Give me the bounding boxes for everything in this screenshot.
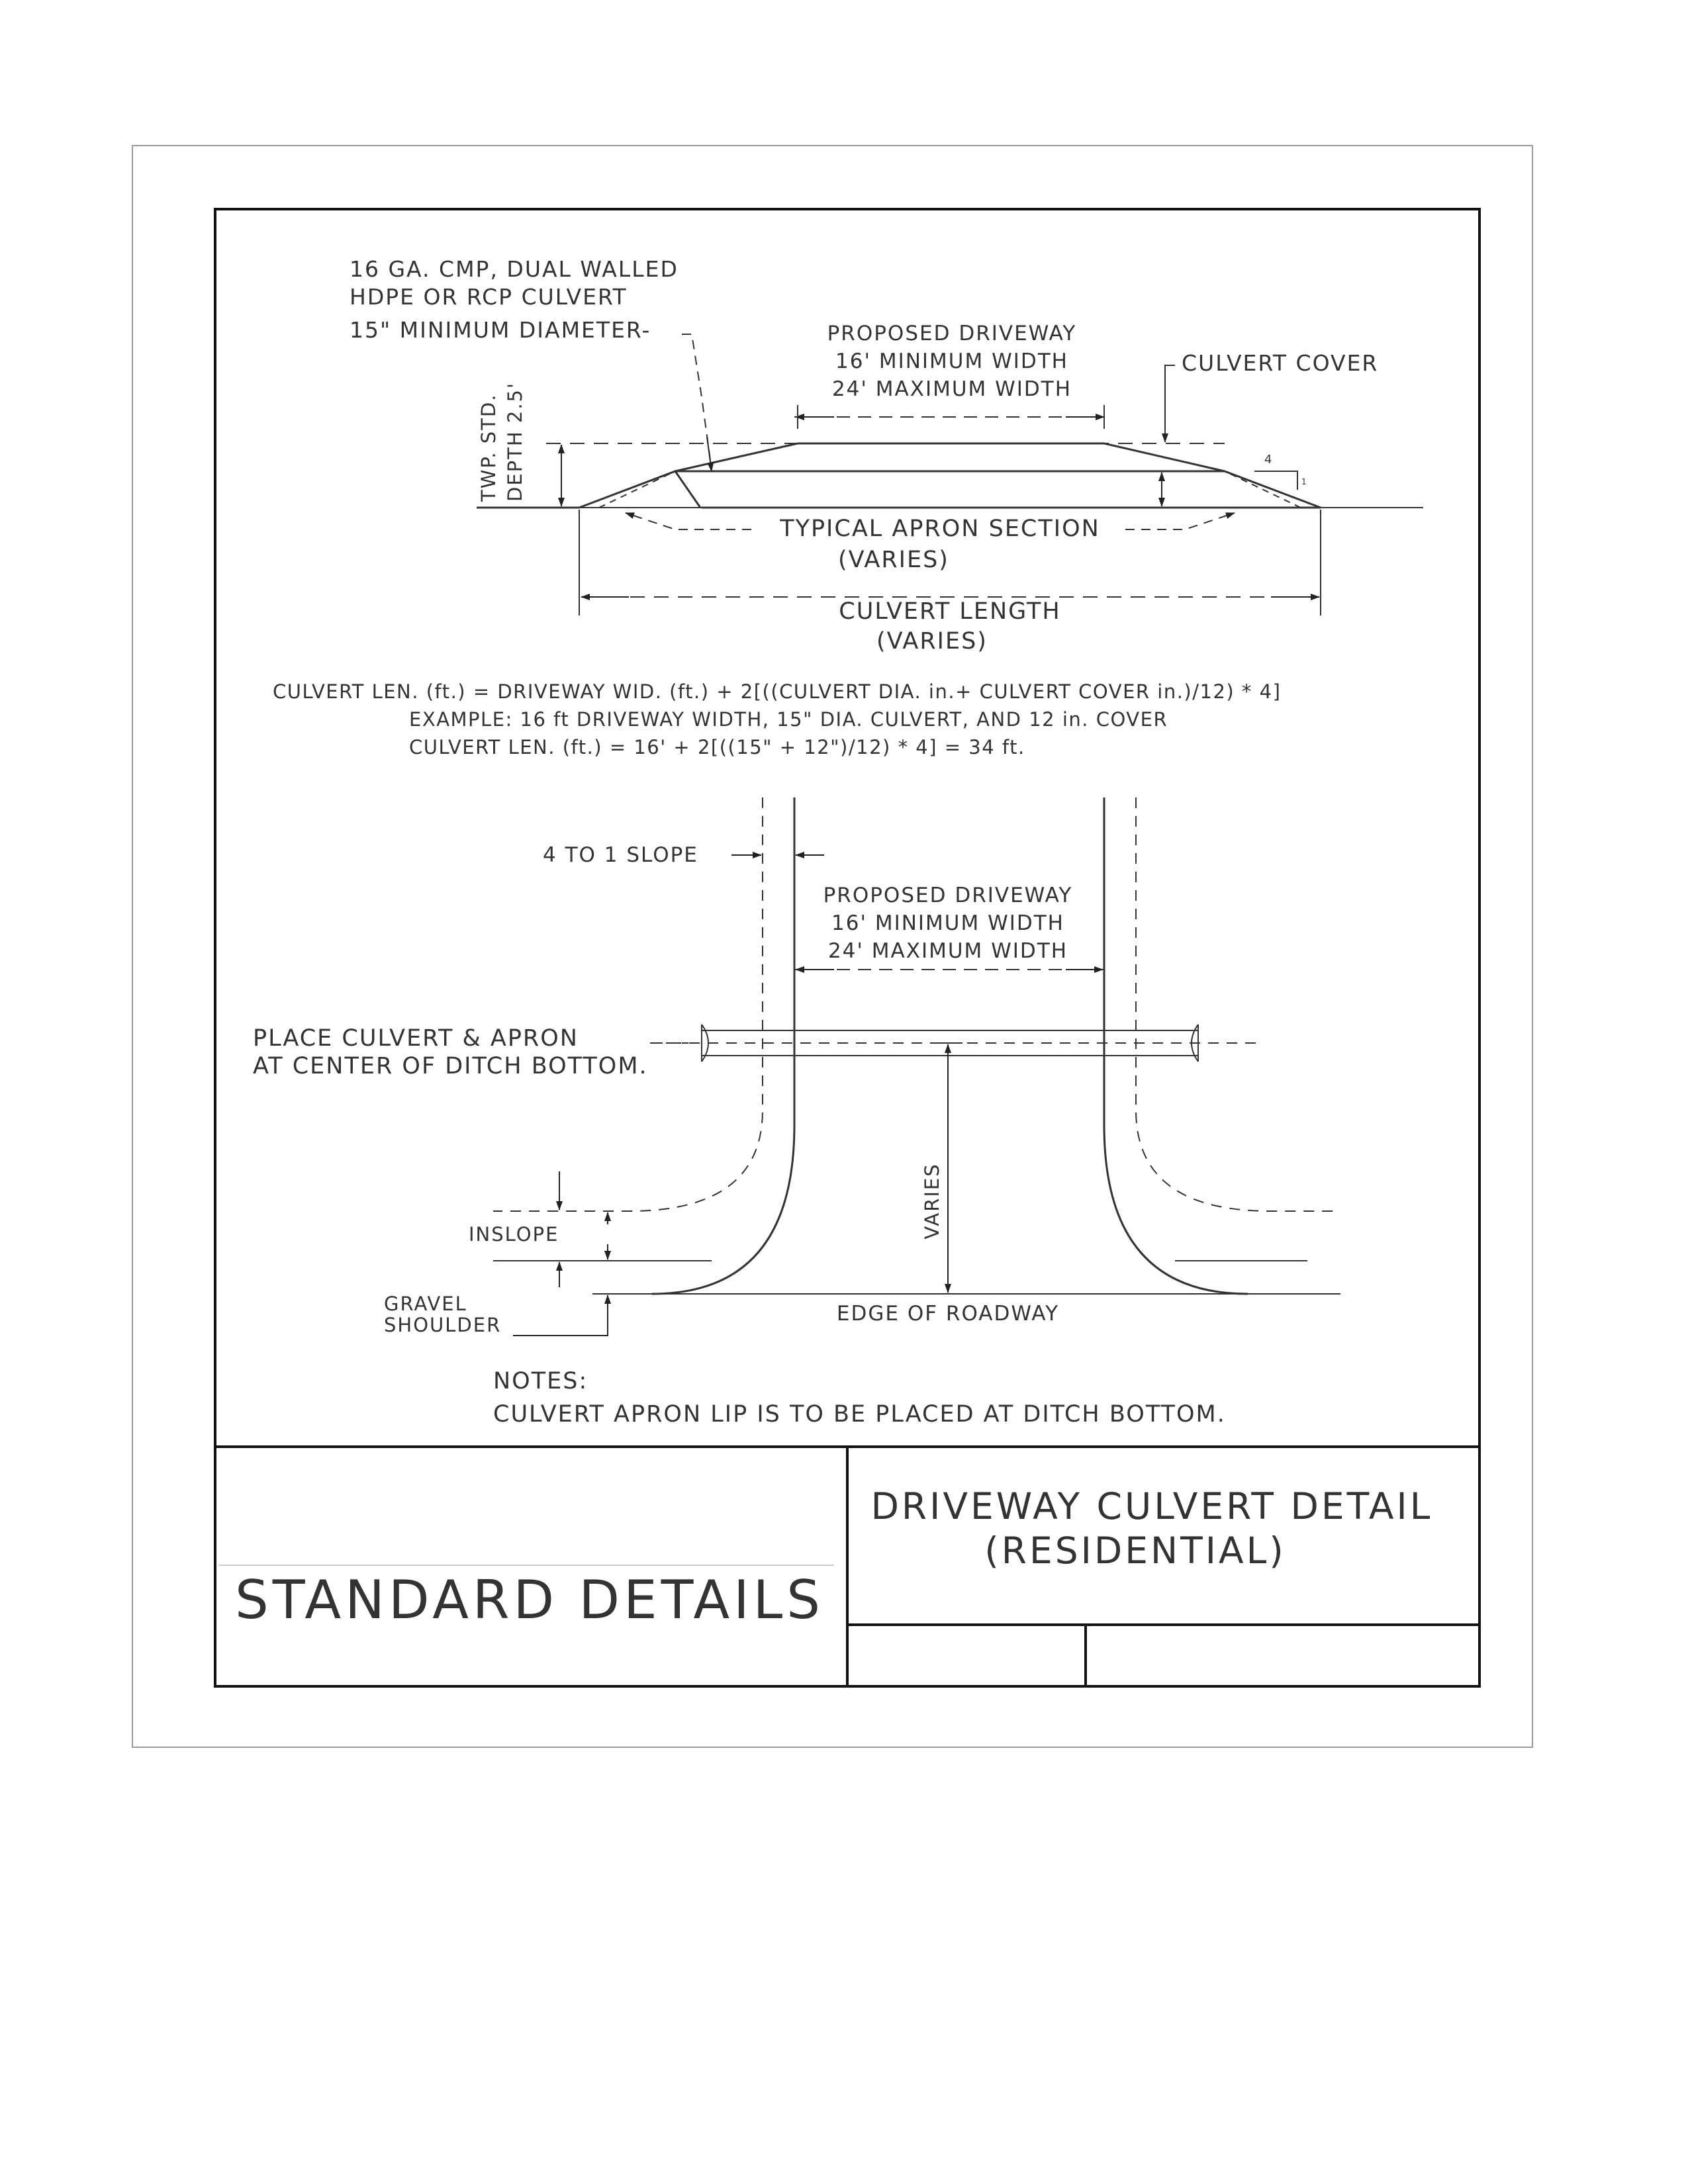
depth-label-line-2: DEPTH 2.5' [504,382,526,502]
culvert-length-line-2: (VARIES) [876,628,988,655]
standard-details-title: STANDARD DETAILS [235,1569,824,1631]
plan-driveway-line-1: PROPOSED DRIVEWAY [823,884,1073,907]
notes-heading: NOTES: [493,1368,588,1394]
title-block [215,1445,1479,1686]
slope-mark-label: 4 [1264,453,1272,467]
slope-mark-small: 1 [1301,477,1307,486]
plan-driveway-line-3: 24' MAXIMUM WIDTH [828,939,1068,963]
profile-driveway-line-1: PROPOSED DRIVEWAY [827,322,1077,345]
apron-label-line-1: TYPICAL APRON SECTION [779,516,1100,542]
sheet-title-line-2: (RESIDENTIAL) [984,1529,1286,1572]
slope-label: 4 TO 1 SLOPE [543,843,698,867]
profile-driveway-line-3: 24' MAXIMUM WIDTH [832,377,1072,401]
notes-text: CULVERT APRON LIP IS TO BE PLACED AT DIT… [493,1401,1226,1428]
culvert-spec-line-1: 16 GA. CMP, DUAL WALLED [350,256,679,282]
varies-label: VARIES [921,1163,943,1239]
profile-driveway-line-2: 16' MINIMUM WIDTH [835,349,1068,373]
culvert-spec-line-3: 15" MINIMUM DIAMETER- [350,317,651,343]
sheet-title-line-1: DRIVEWAY CULVERT DETAIL [871,1485,1433,1527]
depth-label-line-1: TWP. STD. [477,394,500,502]
apron-leader-left [625,512,751,530]
formula-example: EXAMPLE: 16 ft DRIVEWAY WIDTH, 15" DIA. … [409,708,1168,731]
gravel-label-line-1: GRAVEL [384,1293,467,1315]
profile-view [477,442,1423,509]
culvert-spec-leader [682,334,712,471]
culvert-spec-line-2: HDPE OR RCP CULVERT [350,284,628,310]
gravel-shoulder-leader [513,1295,611,1336]
edge-of-roadway-label: EDGE OF ROADWAY [837,1302,1059,1326]
inslope-label: INSLOPE [469,1223,559,1246]
formula-line-1: CULVERT LEN. (ft.) = DRIVEWAY WID. (ft.)… [273,680,1281,703]
apron-leader-right [1125,512,1235,530]
plan-driveway-line-2: 16' MINIMUM WIDTH [831,911,1064,935]
gravel-label-line-2: SHOULDER [384,1314,501,1336]
culvert-cover-label: CULVERT COVER [1182,350,1378,376]
formula-line-3: CULVERT LEN. (ft.) = 16' + 2[((15" + 12"… [409,736,1025,758]
culvert-spec-arrow [706,436,714,472]
apron-label-line-2: (VARIES) [838,547,949,573]
place-culvert-line-1: PLACE CULVERT & APRON [253,1025,579,1052]
place-culvert-line-2: AT CENTER OF DITCH BOTTOM. [253,1053,648,1079]
plan-view [493,797,1340,1295]
culvert-length-line-1: CULVERT LENGTH [839,598,1060,625]
culvert-cover-leader [1162,365,1175,443]
outer-frame [132,145,1533,1748]
